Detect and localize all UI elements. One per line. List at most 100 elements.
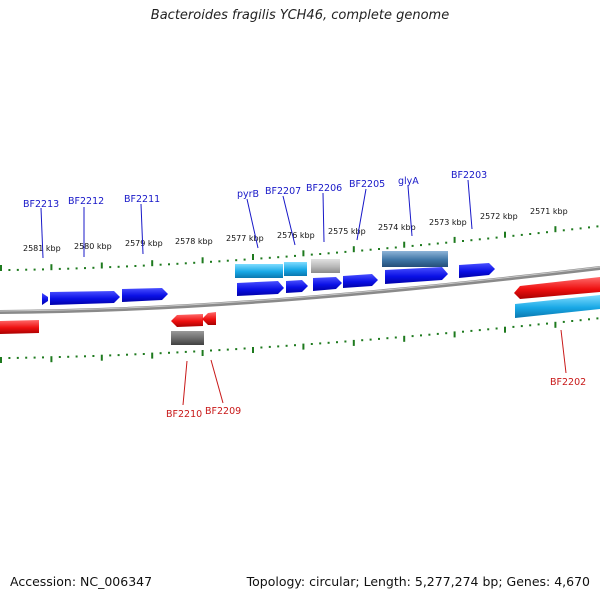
minor-tick bbox=[33, 356, 36, 359]
minor-tick bbox=[294, 254, 296, 257]
minor-tick bbox=[361, 249, 364, 252]
gene-feature-light-blue[interactable] bbox=[515, 295, 600, 318]
gene-feature-light-blue[interactable] bbox=[284, 262, 307, 276]
minor-tick bbox=[529, 324, 532, 327]
minor-tick bbox=[235, 348, 238, 351]
minor-tick bbox=[411, 244, 414, 247]
minor-tick bbox=[92, 266, 95, 269]
minor-tick bbox=[596, 225, 599, 228]
minor-tick bbox=[67, 355, 70, 358]
major-tick bbox=[352, 246, 355, 253]
minor-tick bbox=[436, 242, 439, 245]
gene-arrow-reverse[interactable] bbox=[171, 314, 203, 327]
gene-label[interactable]: BF2211 bbox=[124, 194, 160, 205]
major-tick bbox=[554, 321, 557, 328]
gene-label[interactable]: BF2205 bbox=[349, 179, 385, 190]
kbp-label: 2574 kbp bbox=[378, 223, 416, 232]
kbp-label: 2578 kbp bbox=[175, 237, 213, 246]
minor-tick bbox=[487, 328, 490, 331]
gene-arrow-reverse[interactable] bbox=[202, 312, 216, 325]
minor-tick bbox=[84, 267, 86, 270]
gene-label[interactable]: BF2202 bbox=[550, 377, 586, 388]
minor-tick bbox=[394, 246, 397, 249]
gene-feature-light-blue[interactable] bbox=[235, 264, 283, 278]
major-tick bbox=[0, 357, 2, 363]
major-tick bbox=[403, 335, 406, 342]
upper-leader-lines bbox=[40, 179, 473, 259]
minor-tick bbox=[109, 266, 112, 269]
minor-tick bbox=[235, 259, 238, 262]
gene-label[interactable]: BF2207 bbox=[265, 186, 301, 197]
minor-tick bbox=[562, 320, 565, 323]
gene-label[interactable]: BF2203 bbox=[451, 170, 487, 181]
minor-tick bbox=[327, 252, 330, 255]
accession-text: Accession: NC_006347 bbox=[10, 574, 153, 589]
minor-tick bbox=[436, 332, 439, 335]
minor-tick bbox=[159, 352, 162, 355]
minor-tick bbox=[176, 351, 179, 354]
minor-tick bbox=[529, 233, 532, 235]
minor-tick bbox=[142, 264, 145, 267]
minor-tick bbox=[285, 255, 288, 258]
gene-arrow-forward[interactable] bbox=[343, 274, 378, 288]
gene-arrow-forward[interactable] bbox=[42, 293, 48, 305]
minor-tick bbox=[294, 344, 296, 347]
minor-tick bbox=[226, 348, 229, 351]
gene-label[interactable]: BF2212 bbox=[68, 196, 104, 207]
gene-feature-grey[interactable] bbox=[311, 259, 340, 273]
gene-label[interactable]: BF2210 bbox=[166, 409, 202, 420]
gene-arrow-forward[interactable] bbox=[459, 263, 495, 278]
lower-leader-lines bbox=[182, 329, 567, 406]
minor-tick bbox=[226, 259, 229, 262]
minor-tick bbox=[386, 247, 389, 250]
gene-arrow-reverse[interactable] bbox=[0, 320, 39, 334]
minor-tick bbox=[588, 318, 590, 321]
gene-arrow-forward[interactable] bbox=[50, 291, 120, 305]
minor-tick bbox=[470, 329, 473, 332]
minor-tick bbox=[84, 355, 86, 358]
minor-tick bbox=[336, 251, 338, 254]
minor-tick bbox=[268, 345, 271, 348]
gene-label[interactable]: BF2206 bbox=[306, 183, 342, 194]
major-tick bbox=[453, 331, 456, 338]
major-tick bbox=[302, 250, 305, 257]
gene-arrow-forward[interactable] bbox=[385, 267, 448, 284]
minor-tick bbox=[218, 349, 221, 352]
major-tick bbox=[504, 326, 506, 333]
topology-summary: Topology: circular; Length: 5,277,274 bp… bbox=[246, 574, 590, 589]
gene-feature-steel-blue[interactable] bbox=[382, 251, 448, 267]
minor-tick bbox=[243, 258, 246, 261]
gene-arrow-forward[interactable] bbox=[313, 277, 342, 291]
minor-tick bbox=[588, 226, 590, 229]
genome-backbone bbox=[0, 266, 600, 314]
minor-tick bbox=[327, 341, 330, 344]
gene-arrow-forward[interactable] bbox=[237, 281, 284, 296]
minor-tick bbox=[596, 317, 599, 320]
minor-tick bbox=[277, 256, 280, 259]
minor-tick bbox=[319, 342, 322, 345]
gene-label[interactable]: BF2209 bbox=[205, 406, 241, 417]
minor-tick bbox=[109, 354, 112, 357]
minor-tick bbox=[58, 356, 61, 358]
minor-tick bbox=[184, 262, 187, 265]
map-title: Bacteroides fragilis YCH46, complete gen… bbox=[150, 8, 450, 23]
major-tick bbox=[100, 354, 103, 361]
minor-tick bbox=[210, 260, 212, 263]
gene-arrow-reverse[interactable] bbox=[514, 277, 600, 299]
major-tick bbox=[151, 260, 154, 267]
gene-label[interactable]: pyrB bbox=[237, 189, 259, 200]
gene-label[interactable]: glyA bbox=[398, 176, 419, 187]
minor-tick bbox=[537, 323, 540, 326]
minor-tick bbox=[16, 356, 19, 359]
minor-tick bbox=[159, 263, 162, 266]
minor-tick bbox=[92, 355, 95, 357]
minor-tick bbox=[420, 334, 422, 337]
gene-feature-dark-grey[interactable] bbox=[171, 331, 204, 345]
gene-arrow-forward[interactable] bbox=[122, 288, 168, 302]
minor-tick bbox=[260, 346, 263, 349]
minor-tick bbox=[462, 240, 464, 242]
gene-label[interactable]: BF2213 bbox=[23, 199, 59, 210]
minor-tick bbox=[537, 232, 540, 235]
gene-arrow-forward[interactable] bbox=[286, 280, 308, 293]
